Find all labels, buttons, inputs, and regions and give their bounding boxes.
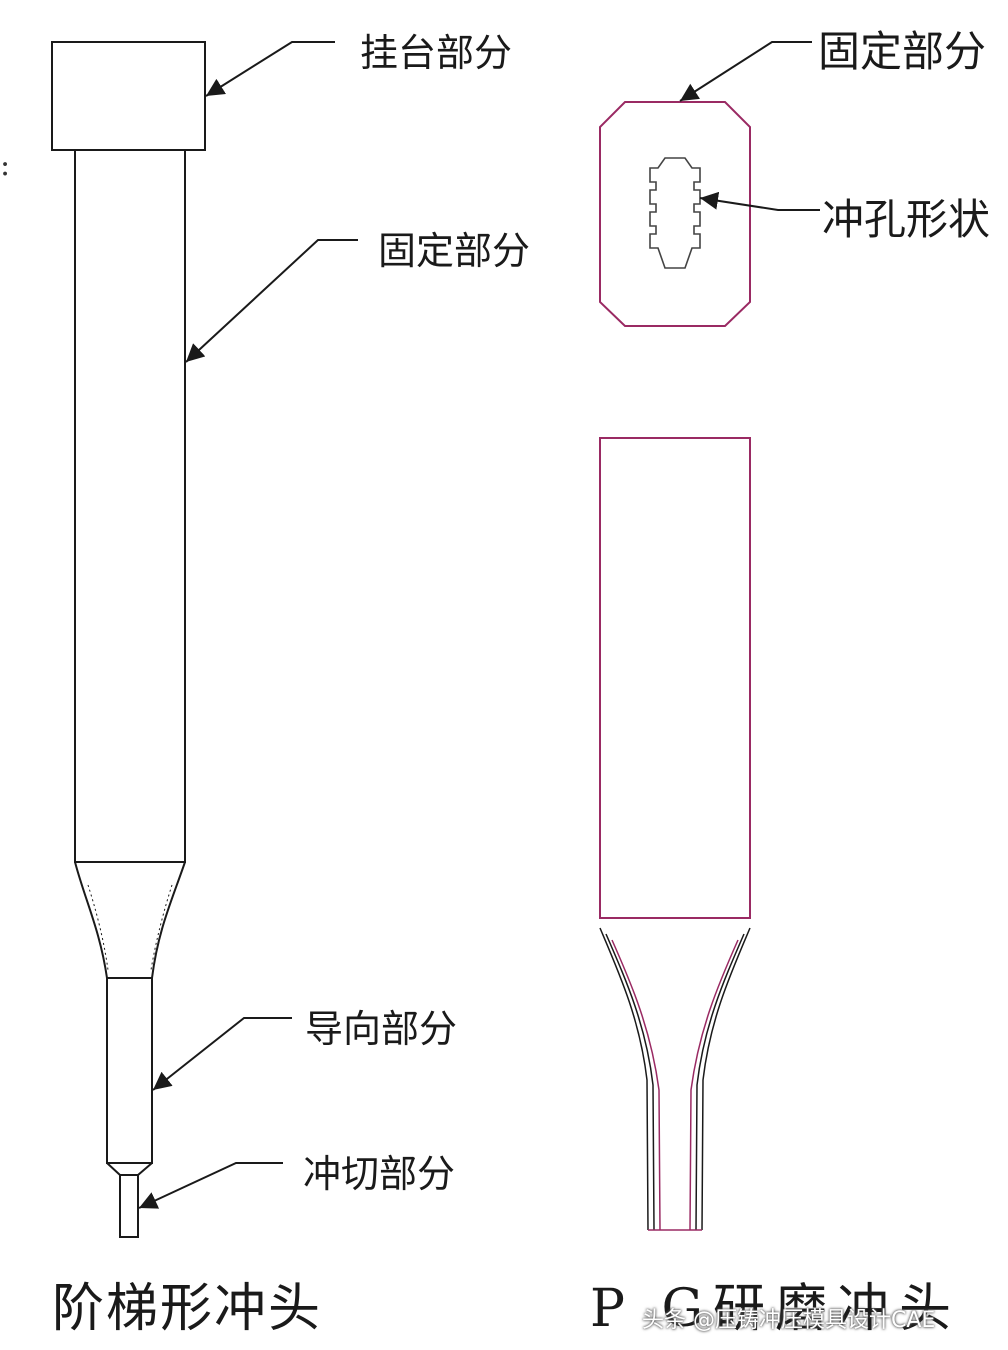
leader-fixed-right [679,41,812,102]
pg-punch-drawing [599,101,751,919]
pg-punch-top-view [599,101,751,327]
leader-guide [152,1017,292,1091]
pg-punch-side-view [599,437,751,919]
neck-left-inner2 [611,939,661,1231]
callout-fixed-right: 固定部分 [818,27,987,76]
leader-fixed-left [185,239,358,363]
callout-hole-shape: 冲孔形状 [822,195,991,244]
neck-right-inner [695,933,745,1231]
neck-right-outer [701,927,751,1231]
neck-left-outer [599,927,649,1231]
pg-hole-shape [649,157,701,269]
stepped-punch-shank [74,150,186,863]
stepped-punch-tip [119,1174,139,1238]
callout-fixed-left: 固定部分 [378,229,531,273]
callout-head: 挂台部分 [360,31,513,75]
hole-shape-outline [649,157,701,269]
neck-left-inner [605,933,655,1231]
leader-cutting [138,1162,283,1209]
stepped-punch-head [51,41,206,151]
callout-cutting: 冲切部分 [303,1152,456,1196]
leader-hole-shape [699,191,820,211]
caption-stepped-punch: 阶梯形冲头 [52,1279,323,1339]
leader-head [205,41,335,97]
stray-mark: : [0,148,11,183]
taper-shading [87,884,173,971]
pg-punch-leaders [679,41,820,211]
pg-punch-neck [599,927,751,1231]
stepped-punch-drawing [51,41,206,1238]
stepped-punch-tip-step [106,1162,153,1176]
watermark: 头条 @压铸冲压模具设计CAE [642,1308,936,1333]
callout-guide: 导向部分 [305,1007,458,1051]
stepped-punch-taper [74,861,186,979]
stepped-punch-leaders [138,41,358,1209]
neck-right-inner2 [689,939,739,1231]
stepped-punch-guide [106,978,153,1164]
caption-pg-punch: P G研磨冲头 [590,1279,962,1339]
